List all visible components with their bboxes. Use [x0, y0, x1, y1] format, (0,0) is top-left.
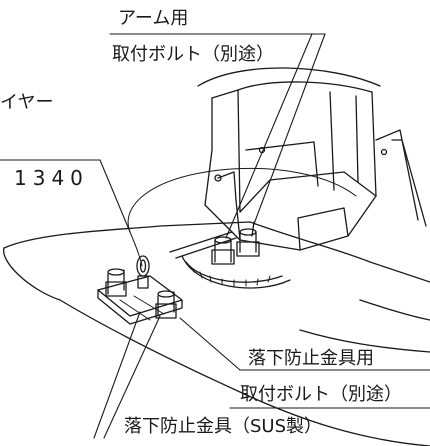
wire-loop — [127, 167, 357, 233]
ground-right-edge — [359, 299, 430, 321]
ground-right-edge-2 — [299, 329, 430, 353]
label-arm-mount-bolt: 取付ボルト（別途） — [112, 44, 274, 65]
label-fall-prevention-fitting: 落下防止金具（SUS製） — [124, 416, 323, 437]
wire-drop — [129, 231, 143, 267]
base-plate-arc — [181, 255, 291, 289]
label-arm-mount-title: アーム用 — [118, 8, 189, 29]
label-fall-prevention-mount-bolt: 取付ボルト（別途） — [240, 384, 402, 405]
ground-surface-outline — [3, 221, 430, 283]
label-wire-title: イヤー — [0, 92, 54, 113]
label-length-value: 1340 — [14, 166, 89, 190]
label-wire-sub: ） — [0, 124, 8, 142]
ground-front-edge — [3, 247, 430, 446]
pole-structure — [197, 67, 427, 251]
support-rod — [169, 231, 233, 253]
label-fall-prevention-mount-title: 落下防止金具用 — [248, 348, 374, 369]
fall-prevention-fitting — [97, 255, 183, 325]
leader-lines — [0, 33, 430, 439]
support-rod-2 — [175, 237, 237, 259]
